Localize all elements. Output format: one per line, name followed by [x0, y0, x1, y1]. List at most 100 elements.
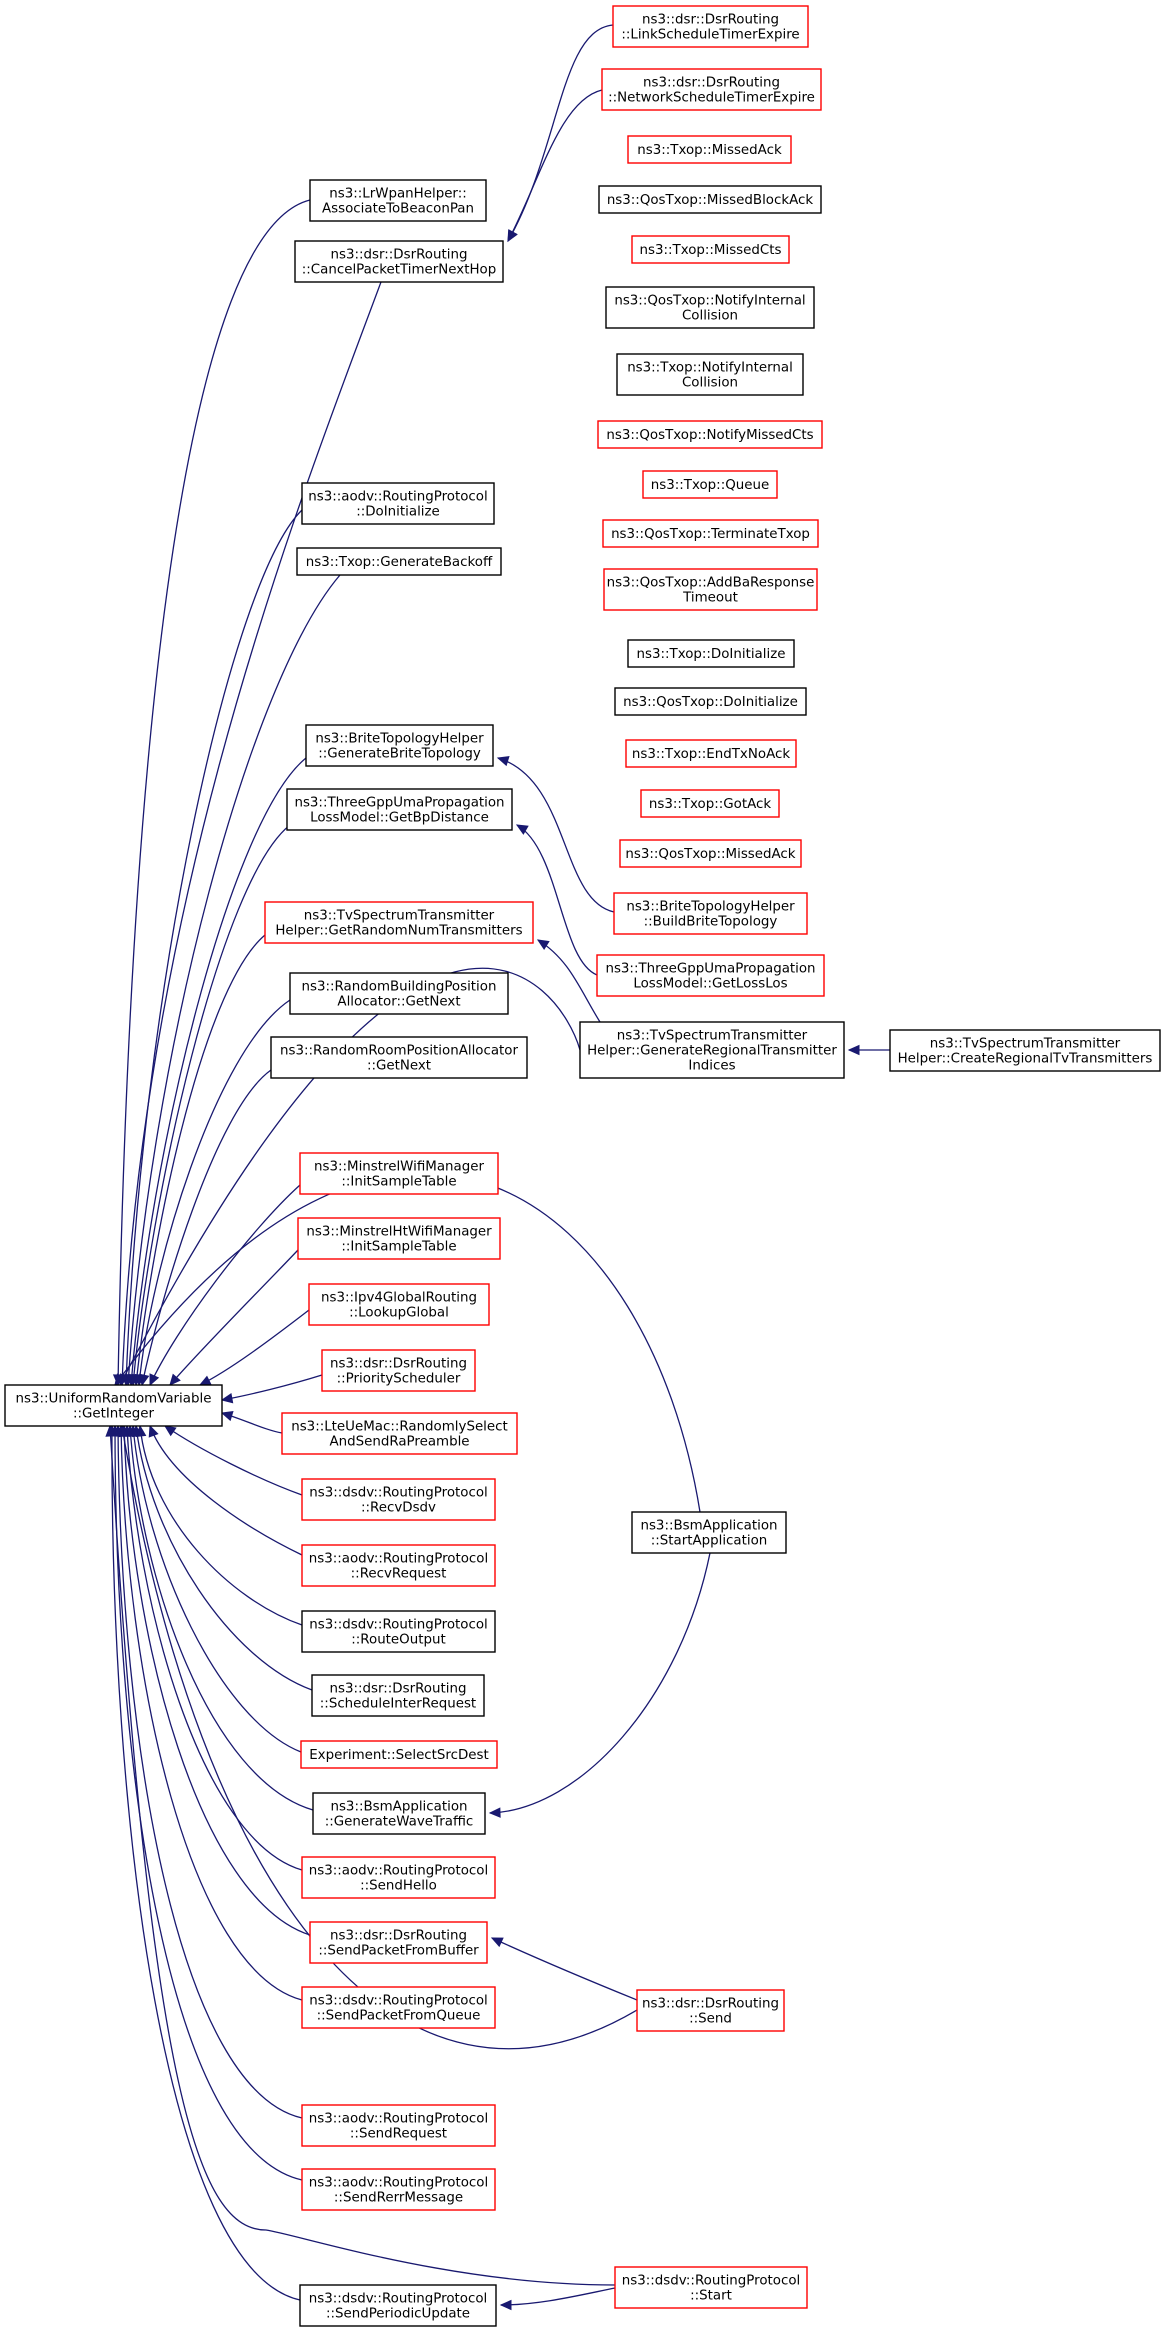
node-box [631, 1511, 787, 1554]
edge-line [497, 757, 615, 913]
arrowhead [198, 1375, 212, 1386]
node-label-line: ns3::Txop::DoInitialize [637, 647, 786, 662]
node-label-line: ::InitSampleTable [341, 1175, 456, 1190]
node-label-line: ns3::QosTxop::DoInitialize [623, 695, 798, 710]
node-dsr_sched[interactable]: ns3::dsr::DsrRouting::ScheduleInterReque… [311, 1674, 485, 1717]
node-qos_missedack[interactable]: ns3::QosTxop::MissedAck [619, 839, 802, 868]
node-aodv_hello[interactable]: ns3::aodv::RoutingProtocol::SendHello [301, 1856, 496, 1899]
node-ltemac[interactable]: ns3::LteUeMac::RandomlySelectAndSendRaPr… [281, 1412, 518, 1455]
node-label-line: Helper::GetRandomNumTransmitters [275, 924, 522, 939]
node-tv_genreg[interactable]: ns3::TvSpectrumTransmitterHelper::Genera… [579, 1021, 845, 1079]
node-label-line: ns3::Txop::MissedAck [637, 143, 782, 158]
node-tv_create[interactable]: ns3::TvSpectrumTransmitterHelper::Create… [889, 1029, 1161, 1072]
node-dsr_link[interactable]: ns3::dsr::DsrRouting::LinkScheduleTimerE… [612, 5, 809, 48]
node-box [301, 1544, 496, 1587]
node-aodv_sendreq[interactable]: ns3::aodv::RoutingProtocol::SendRequest [301, 2104, 496, 2147]
node-minstrelht[interactable]: ns3::MinstrelHtWifiManager::InitSampleTa… [297, 1217, 501, 1260]
node-rbpa_next[interactable]: ns3::RandomBuildingPositionAllocator::Ge… [289, 972, 509, 1015]
node-label-line: ::RecvRequest [351, 1567, 447, 1582]
node-lrwpan[interactable]: ns3::LrWpanHelper::AssociateToBeaconPan [309, 179, 487, 222]
node-label-line: ns3::Txop::NotifyInternal [627, 361, 793, 376]
node-dsdv_routeout[interactable]: ns3::dsdv::RoutingProtocol::RouteOutput [301, 1610, 496, 1653]
node-genbackoff[interactable]: ns3::Txop::GenerateBackoff [296, 547, 502, 576]
node-aodv_recvreq[interactable]: ns3::aodv::RoutingProtocol::RecvRequest [301, 1544, 496, 1587]
edge-line [489, 1552, 711, 1814]
node-label-line: ns3::UniformRandomVariable [16, 1392, 212, 1407]
node-qos_notifycts[interactable]: ns3::QosTxop::NotifyMissedCts [597, 420, 823, 449]
node-aodv_rerr[interactable]: ns3::aodv::RoutingProtocol::SendRerrMess… [301, 2168, 496, 2211]
node-box [301, 1610, 496, 1653]
edge-dsdv_start-to-root [105, 1424, 616, 2286]
node-qos_missedblock[interactable]: ns3::QosTxop::MissedBlockAck [598, 185, 822, 214]
node-box [300, 1740, 498, 1769]
node-exp_select[interactable]: Experiment::SelectSrcDest [300, 1740, 498, 1769]
edge-line [129, 1425, 314, 1811]
arrowhead [507, 229, 518, 243]
node-label-line: ns3::aodv::RoutingProtocol [309, 2112, 488, 2127]
node-txop_missedack[interactable]: ns3::Txop::MissedAck [627, 135, 792, 164]
node-dsdv_recv[interactable]: ns3::dsdv::RoutingProtocol::RecvDsdv [301, 1478, 496, 1521]
node-ipv4global[interactable]: ns3::Ipv4GlobalRouting::LookupGlobal [308, 1283, 490, 1326]
node-txop_queue[interactable]: ns3::Txop::Queue [642, 470, 778, 499]
node-qos_terminate[interactable]: ns3::QosTxop::TerminateTxop [602, 519, 819, 548]
node-root[interactable]: ns3::UniformRandomVariable::GetInteger [4, 1384, 223, 1427]
node-box [601, 68, 822, 111]
edge-dsdv_start-to-dsdv_periodic [499, 2287, 616, 2311]
node-brite_build[interactable]: ns3::BriteTopologyHelper::BuildBriteTopo… [613, 892, 808, 935]
node-uma_los[interactable]: ns3::ThreeGppUmaPropagationLossModel::Ge… [596, 954, 825, 997]
node-box [297, 1217, 501, 1260]
edge-line [127, 574, 341, 1386]
node-dsr_net[interactable]: ns3::dsr::DsrRouting::NetworkScheduleTim… [601, 68, 822, 111]
node-txop_doinit[interactable]: ns3::Txop::DoInitialize [627, 639, 795, 668]
arrowhead [114, 1373, 126, 1386]
node-label-line: ns3::dsr::DsrRouting [642, 13, 779, 28]
node-bsm_start[interactable]: ns3::BsmApplication::StartApplication [631, 1511, 787, 1554]
edge-line [141, 1069, 272, 1386]
node-dsdv_periodic[interactable]: ns3::dsdv::RoutingProtocol::SendPeriodic… [299, 2284, 497, 2327]
node-bsm_wave[interactable]: ns3::BsmApplication::GenerateWaveTraffic [312, 1792, 486, 1835]
node-minstrel[interactable]: ns3::MinstrelWifiManager::InitSampleTabl… [299, 1152, 499, 1195]
edge-line [149, 1184, 301, 1386]
node-dsr_prio[interactable]: ns3::dsr::DsrRouting::PriorityScheduler [321, 1349, 476, 1392]
node-aodv_doinit[interactable]: ns3::aodv::RoutingProtocol::DoInitialize [301, 482, 495, 525]
edge-line [221, 1374, 323, 1401]
node-label-line: ns3::dsr::DsrRouting [330, 1929, 467, 1944]
node-label-line: ns3::Txop::MissedCts [640, 243, 782, 258]
node-label-line: ::RecvDsdv [361, 1501, 436, 1516]
node-box [299, 1152, 499, 1195]
arrowhead [149, 1373, 160, 1387]
node-cancelpkt[interactable]: ns3::dsr::DsrRouting::CancelPacketTimerN… [294, 240, 504, 283]
node-box [4, 1384, 223, 1427]
node-tv_random[interactable]: ns3::TvSpectrumTransmitterHelper::GetRan… [264, 901, 534, 944]
node-label-line: ns3::MinstrelWifiManager [314, 1160, 484, 1175]
node-label-line: ns3::QosTxop::AddBaResponse [607, 576, 815, 591]
node-txop_gotack[interactable]: ns3::Txop::GotAck [640, 789, 780, 818]
node-box [619, 839, 802, 868]
node-label-line: ns3::dsr::DsrRouting [330, 1682, 467, 1697]
node-dsdv_start[interactable]: ns3::dsdv::RoutingProtocol::Start [614, 2266, 808, 2309]
node-rrpa_next[interactable]: ns3::RandomRoomPositionAllocator::GetNex… [270, 1036, 528, 1079]
arrowhead [163, 1425, 177, 1437]
node-label-line: ns3::dsr::DsrRouting [330, 1357, 467, 1372]
node-brite_gen[interactable]: ns3::BriteTopologyHelper::GenerateBriteT… [305, 724, 494, 767]
node-dsr_sendbuf[interactable]: ns3::dsr::DsrRouting::SendPacketFromBuff… [309, 1921, 488, 1964]
node-box [640, 789, 780, 818]
edge-line [111, 1425, 301, 2301]
arrowhead [169, 1373, 181, 1386]
node-txop_missedcts[interactable]: ns3::Txop::MissedCts [631, 235, 790, 264]
node-uma_bp[interactable]: ns3::ThreeGppUmaPropagationLossModel::Ge… [286, 788, 513, 831]
node-qos_doinit[interactable]: ns3::QosTxop::DoInitialize [614, 687, 807, 716]
node-box [642, 470, 778, 499]
node-txop_endtx[interactable]: ns3::Txop::EndTxNoAck [625, 739, 797, 768]
node-box [301, 1986, 496, 2029]
node-label-line: ns3::TvSpectrumTransmitter [304, 909, 495, 924]
node-dsdv_sendq[interactable]: ns3::dsdv::RoutingProtocol::SendPacketFr… [301, 1986, 496, 2029]
node-box [616, 353, 804, 396]
arrowhead [515, 824, 529, 835]
node-dsr_send[interactable]: ns3::dsr::DsrRouting::Send [636, 1989, 785, 2032]
edge-rbpa_next-to-root [134, 999, 291, 1387]
edge-line [132, 1425, 302, 1753]
